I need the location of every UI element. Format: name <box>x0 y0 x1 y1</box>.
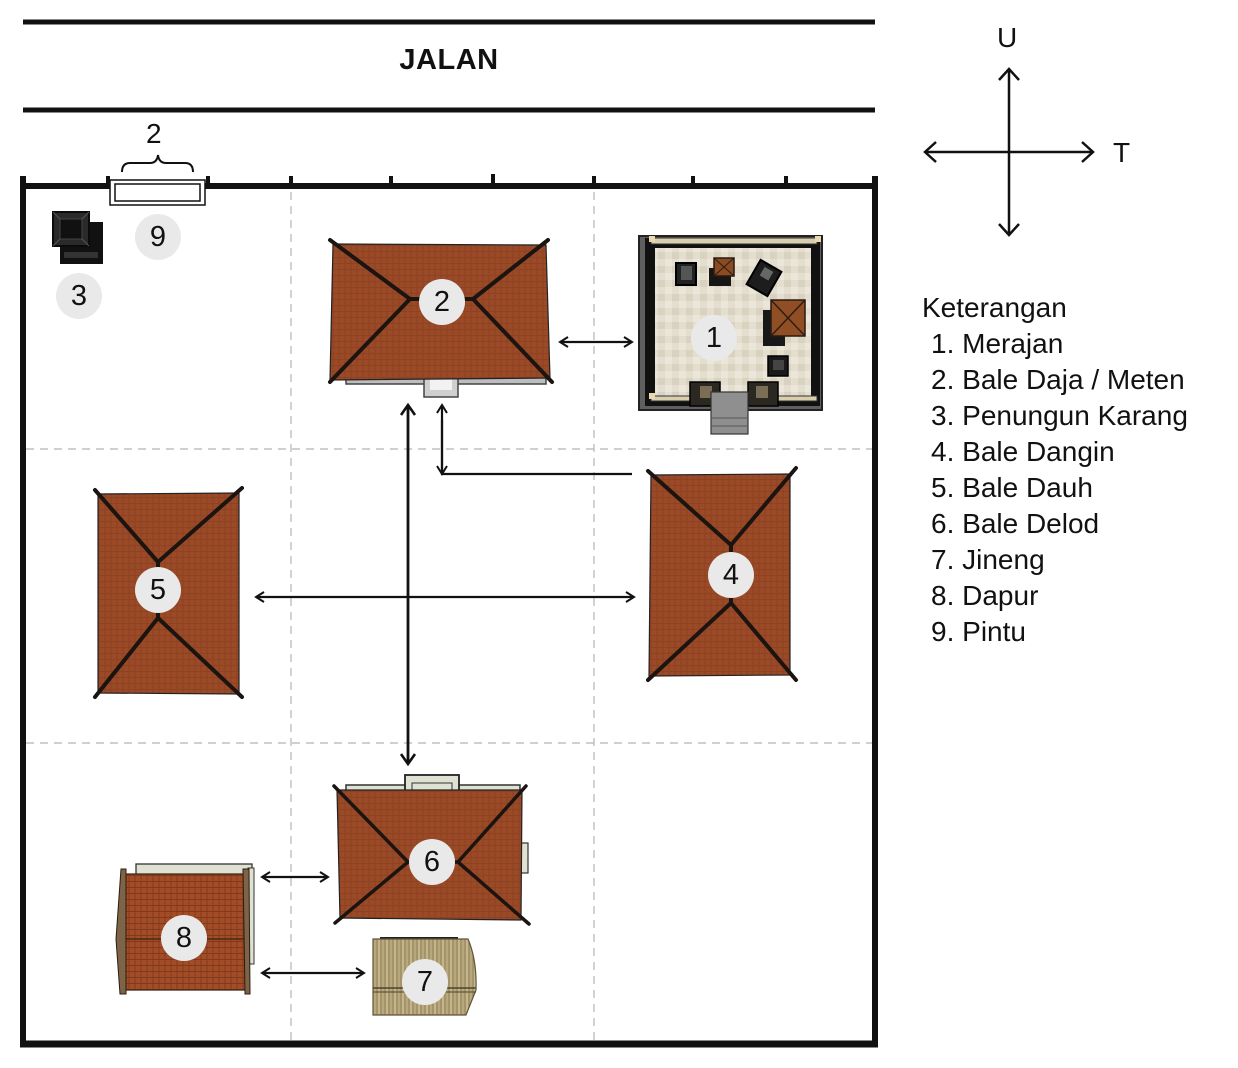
compass-east-label: T <box>1113 137 1131 168</box>
badge-bale-delod: 6 <box>409 839 455 885</box>
legend-item: 9. Pintu <box>931 616 1026 647</box>
legend-list: 1. Merajan 2. Bale Daja / Meten 3. Penun… <box>922 326 1188 650</box>
legend-item: 4. Bale Dangin <box>931 436 1115 467</box>
compass-north-label: U <box>997 22 1018 53</box>
badge-bale-dangin: 4 <box>708 552 754 598</box>
legend-item: 8. Dapur <box>931 580 1039 611</box>
legend-item: 5. Bale Dauh <box>931 472 1093 503</box>
badge-merajan: 1 <box>691 315 737 361</box>
legend-item: 3. Penungun Karang <box>931 400 1188 431</box>
badge-bale-dauh: 5 <box>135 567 181 613</box>
building-penungun-karang <box>52 211 103 264</box>
badge-bale-daja-meten: 2 <box>419 279 465 325</box>
legend-title: Keterangan <box>922 292 1067 323</box>
gate-width-label: 2 <box>146 118 162 149</box>
building-merajan <box>638 235 823 435</box>
relation-arrows <box>254 336 636 979</box>
gate-width-brace <box>121 154 194 173</box>
road-label: JALAN <box>399 44 499 76</box>
badge-jineng: 7 <box>402 959 448 1005</box>
legend-item: 6. Bale Delod <box>931 508 1100 539</box>
badge-dapur: 8 <box>161 915 207 961</box>
zone-grid <box>26 192 872 1040</box>
arrow-bale-dangin-bale-daja <box>436 403 632 476</box>
legend: Keterangan 1. Merajan 2. Bale Daja / Met… <box>922 290 1188 650</box>
legend-item: 7. Jineng <box>931 544 1045 575</box>
compass-icon <box>923 67 1095 237</box>
badge-penungun-karang: 3 <box>56 273 102 319</box>
gate-pintu <box>109 179 206 206</box>
badge-pintu: 9 <box>135 214 181 260</box>
legend-item: 2. Bale Daja / Meten <box>931 364 1185 395</box>
legend-item: 1. Merajan <box>931 328 1064 359</box>
